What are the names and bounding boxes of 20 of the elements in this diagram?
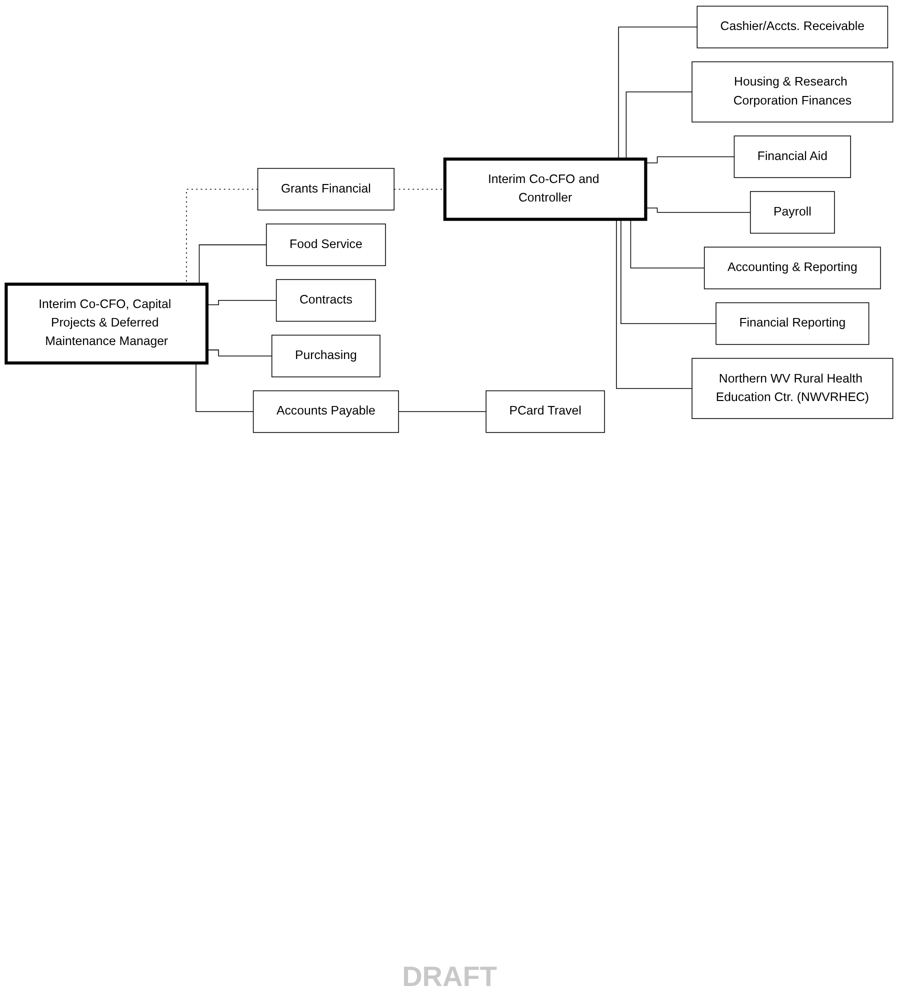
node-box: Contracts	[276, 279, 376, 322]
node-box: Payroll	[750, 191, 835, 234]
node-box: Food Service	[266, 224, 386, 266]
node-box: Housing & Research Corporation Finances	[692, 61, 894, 122]
connector	[206, 350, 272, 356]
node-box: Cashier/Accts. Receivable	[696, 6, 888, 48]
node-box: Accounts Payable	[252, 390, 399, 433]
node-box: Financial Reporting	[716, 302, 870, 345]
connector	[645, 208, 751, 213]
node-box: Northern WV Rural Health Education Ctr. (NWVRHEC)	[692, 358, 894, 419]
node-box: PCard Travel	[486, 390, 605, 433]
connector	[645, 156, 735, 164]
node-box: Interim Co-CFO, Capital Projects & Deferred Maintenance Manager	[4, 282, 209, 365]
node-box: Interim Co-CFO and Controller	[443, 158, 648, 221]
node-box: Grants Financial	[257, 168, 394, 210]
node-box: Accounting & Reporting	[704, 246, 881, 290]
connector	[206, 300, 277, 306]
node-box: Purchasing	[271, 334, 380, 378]
connector	[398, 411, 486, 412]
node-box: Financial Aid	[734, 136, 851, 178]
